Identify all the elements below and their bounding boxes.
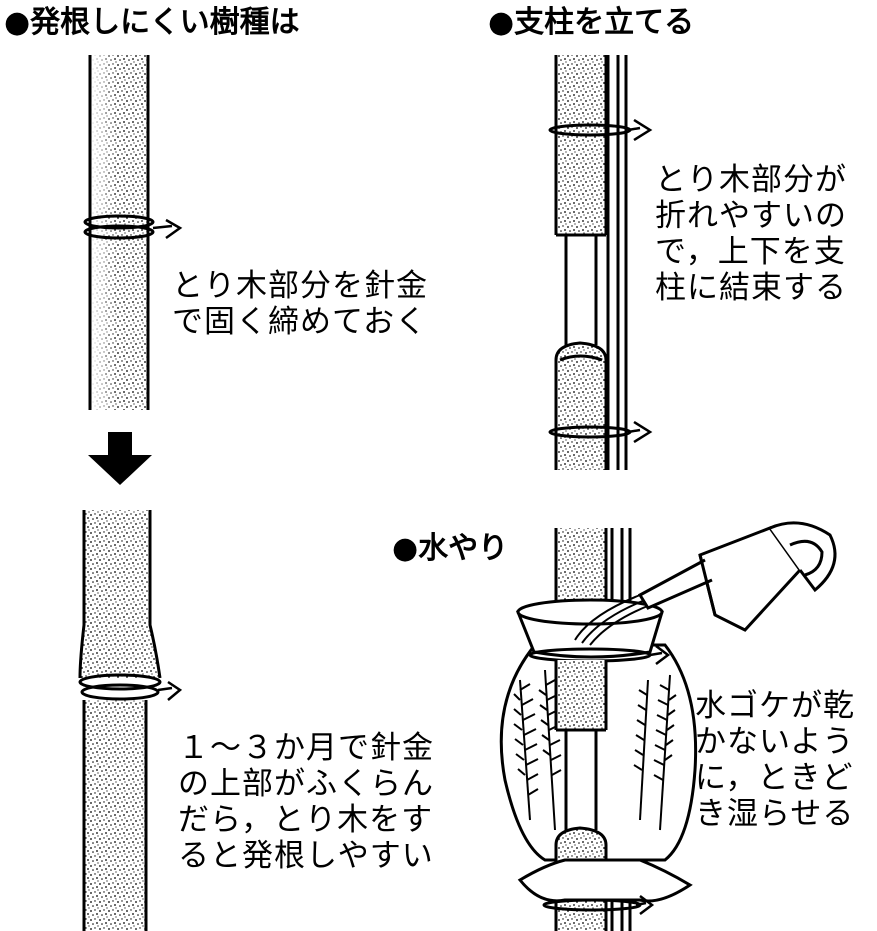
note-line: とり木部分が — [655, 162, 847, 198]
heading-difficult-species: ●発根しにくい樹種は — [4, 5, 300, 40]
branch-tied-to-support — [548, 55, 653, 470]
note-line: 水ゴケが乾 — [695, 688, 855, 724]
heading-support: ●支柱を立てる — [488, 5, 695, 40]
down-arrow-icon — [88, 432, 152, 485]
note-line: に，ときど — [695, 760, 854, 796]
moss-fronds — [513, 669, 677, 831]
note-moss: 水ゴケが乾 かないよう に，ときど き湿らせる — [695, 688, 855, 832]
note-tie-support: とり木部分が 折れやすいの で，上下を支 柱に結束する — [655, 162, 847, 306]
note-line: で固く締めておく — [172, 304, 428, 340]
note-line: き湿らせる — [695, 796, 855, 832]
note-line: 折れやすいの — [655, 198, 847, 234]
watering-can-icon — [637, 521, 837, 632]
swollen-branch — [78, 510, 183, 931]
note-after-months: １～３か月で針金 の上部がふくらん だら，とり木をす ると発根しやすい — [178, 730, 434, 874]
note-line: とり木部分を針金 — [172, 268, 428, 304]
note-line: ると発根しやすい — [178, 838, 434, 874]
heading-watering: ●水やり — [392, 531, 509, 566]
note-line: 柱に結束する — [655, 270, 847, 306]
branch-with-wire — [83, 55, 183, 410]
note-line: で，上下を支 — [655, 234, 846, 270]
note-wire-tight: とり木部分を針金 で固く締めておく — [172, 268, 428, 340]
moss-pot-with-watering — [499, 528, 698, 931]
note-line: １～３か月で針金 — [178, 730, 434, 766]
note-line: かないよう — [695, 724, 855, 760]
note-line: だら，とり木をす — [178, 802, 434, 838]
note-line: の上部がふくらん — [178, 766, 434, 802]
